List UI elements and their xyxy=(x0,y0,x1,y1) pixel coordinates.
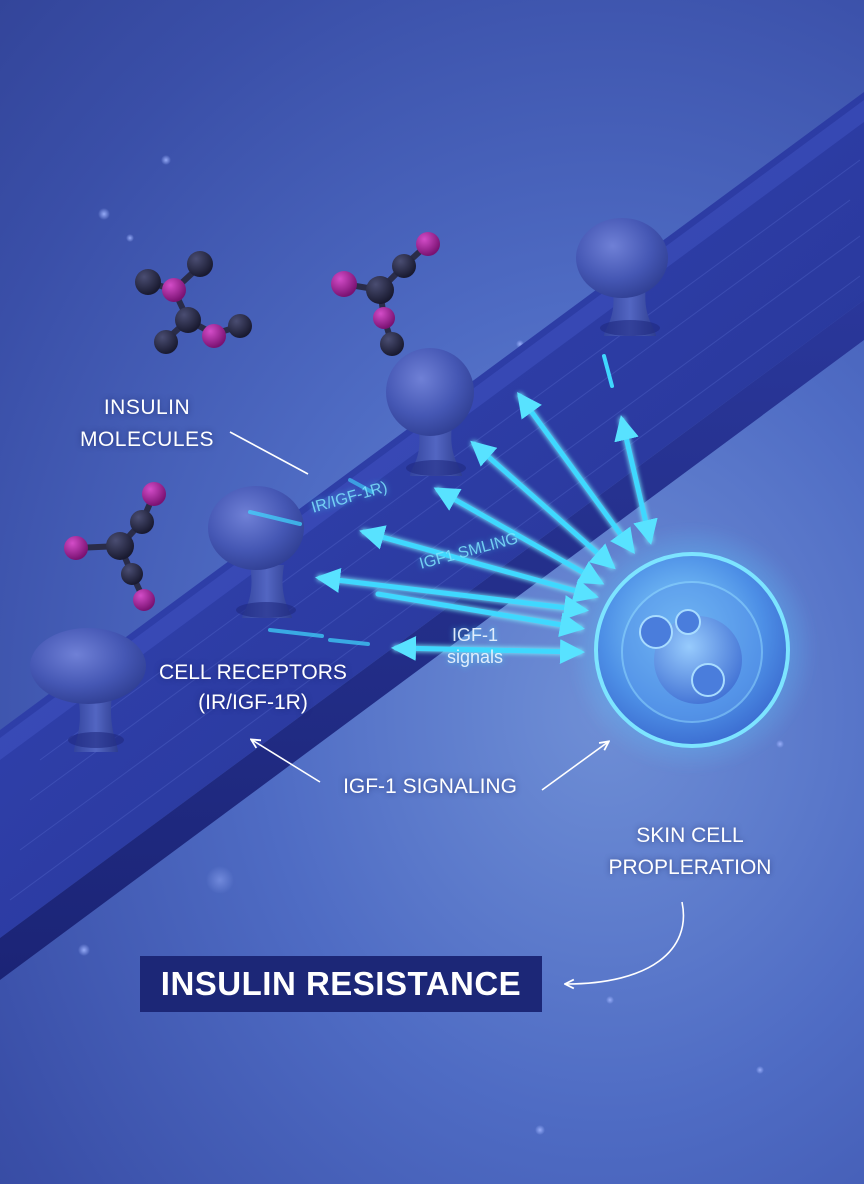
insulin-molecules-line1: INSULIN xyxy=(62,392,232,424)
cell-receptors-line1: CELL RECEPTORS xyxy=(148,658,358,688)
pointer-igf-right xyxy=(542,742,608,790)
cell-receptors-label: CELL RECEPTORS (IR/IGF-1R) xyxy=(148,658,358,718)
igf1-signals-tag: IGF-1 signals xyxy=(440,624,510,668)
pointer-insulin xyxy=(230,432,308,474)
skin-cell-proliferation-label: SKIN CELL PROPLERATION xyxy=(590,820,790,884)
skin-cell-line2: PROPLERATION xyxy=(590,852,790,884)
igf1-signals-line1: IGF-1 xyxy=(440,624,510,646)
insulin-molecules-line2: MOLECULES xyxy=(62,424,232,456)
insulin-molecule xyxy=(64,482,166,611)
insulin-molecule xyxy=(331,232,440,356)
cell-receptors-line2: (IR/IGF-1R) xyxy=(148,688,358,718)
igf1-signals-line2: signals xyxy=(440,646,510,668)
insulin-resistance-banner: INSULIN RESISTANCE xyxy=(140,956,542,1012)
banner-title: INSULIN RESISTANCE xyxy=(161,965,521,1003)
insulin-molecules-label: INSULIN MOLECULES xyxy=(62,392,232,456)
pointer-curve xyxy=(566,902,683,984)
igf1-signaling-label: IGF-1 SIGNALING xyxy=(320,772,540,802)
skin-cell-line1: SKIN CELL xyxy=(590,820,790,852)
insulin-molecule xyxy=(135,251,252,354)
